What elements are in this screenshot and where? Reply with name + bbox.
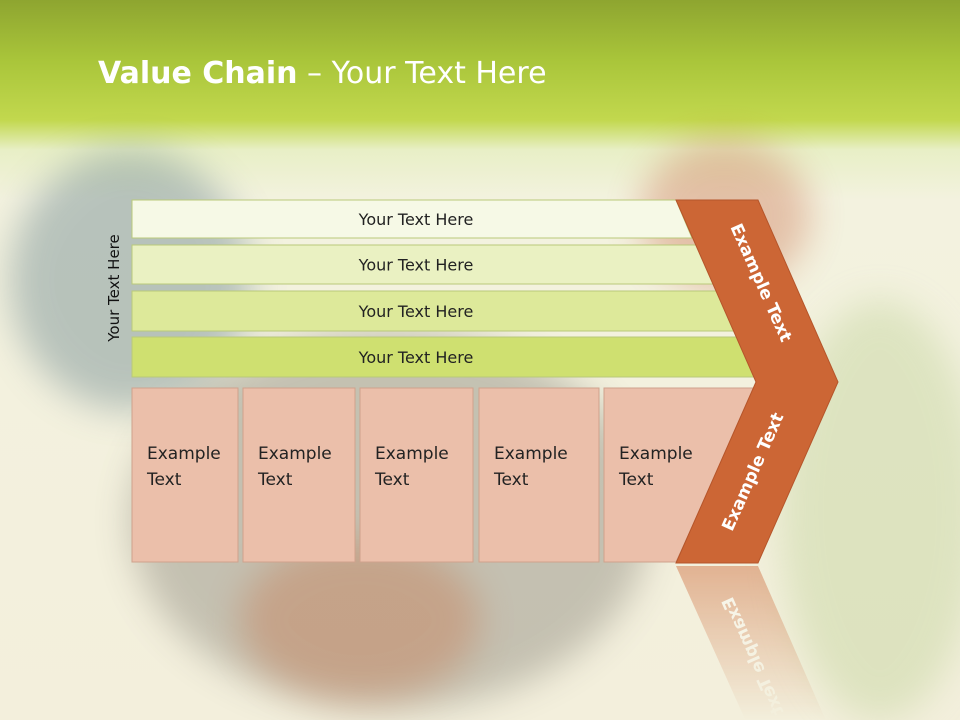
primary-box-label-2-line1: Example [258,444,332,464]
background-rooster-feathers [240,540,480,700]
primary-box-label-5-line1: Example [619,444,693,464]
primary-box-label-3-line2: Text [374,470,410,490]
primary-box-label-3-line1: Example [375,444,449,464]
primary-box-5 [603,387,757,563]
primary-box-label-4-line1: Example [494,444,568,464]
primary-box-3 [359,387,474,563]
primary-box-label-2-line2: Text [257,470,293,490]
primary-box-2 [242,387,356,563]
primary-box-1 [131,387,239,563]
title-rest: – Your Text Here [297,56,547,91]
primary-box-label-1-line1: Example [147,444,221,464]
primary-box-label-1-line2: Text [146,470,182,490]
primary-box-4 [478,387,600,563]
primary-box-label-4-line2: Text [493,470,529,490]
title-bold: Value Chain [98,56,298,91]
reflection-margin-chevron [676,566,826,720]
support-row-label-3: Your Text Here [358,302,474,321]
support-row-label-1: Your Text Here [358,210,474,229]
slide-title: Value Chain – Your Text Here [98,56,547,91]
support-row-1 [131,199,693,239]
support-row-label-2: Your Text Here [358,256,474,275]
support-row-label-4: Your Text Here [358,348,474,367]
primary-box-label-5-line2: Text [618,470,654,490]
